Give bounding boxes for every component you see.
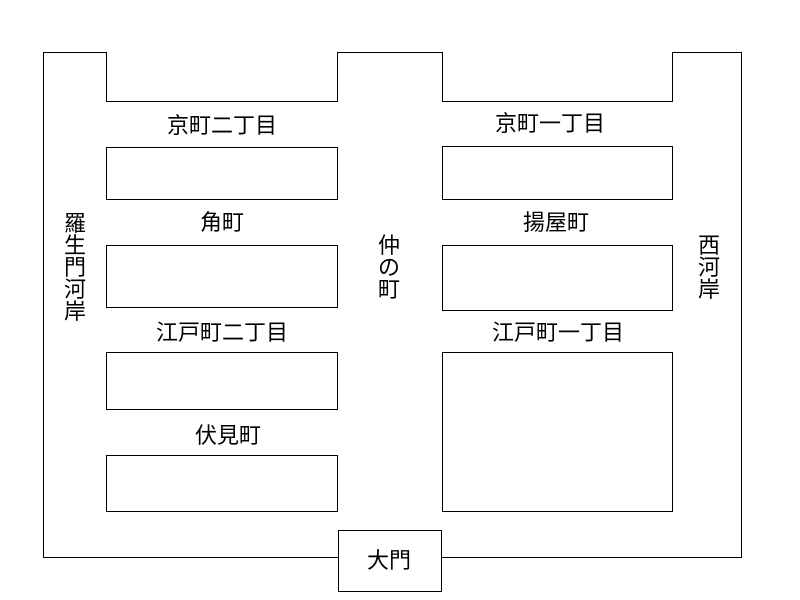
omon-gate [338, 530, 442, 592]
block-fushimicho [106, 455, 338, 512]
block-sumicho-upper [106, 147, 338, 200]
block-ageyacho-upper [442, 146, 673, 200]
label-kyomachi-2: 京町二丁目 [166, 114, 278, 139]
label-nishi-gashi: 西河岸 [697, 234, 720, 303]
label-fushimicho: 伏見町 [194, 424, 262, 449]
label-kyomachi-1: 京町一丁目 [494, 112, 606, 137]
block-sumicho-lower [106, 245, 338, 308]
block-kyomachi-2 [106, 52, 338, 102]
label-nakanocho: 仲の町 [377, 234, 400, 303]
label-rashomon-gashi: 羅生門河岸 [63, 212, 86, 325]
label-edocho-1: 江戸町一丁目 [491, 321, 625, 346]
label-edocho-2: 江戸町二丁目 [155, 321, 289, 346]
block-kyomachi-1 [442, 52, 673, 102]
block-edocho-1 [442, 352, 673, 512]
block-edocho-2 [106, 352, 338, 410]
label-omon: 大門 [366, 549, 412, 574]
label-sumicho: 角町 [199, 211, 245, 236]
label-ageyacho: 揚屋町 [522, 211, 590, 236]
block-ageyacho-lower [442, 245, 673, 311]
